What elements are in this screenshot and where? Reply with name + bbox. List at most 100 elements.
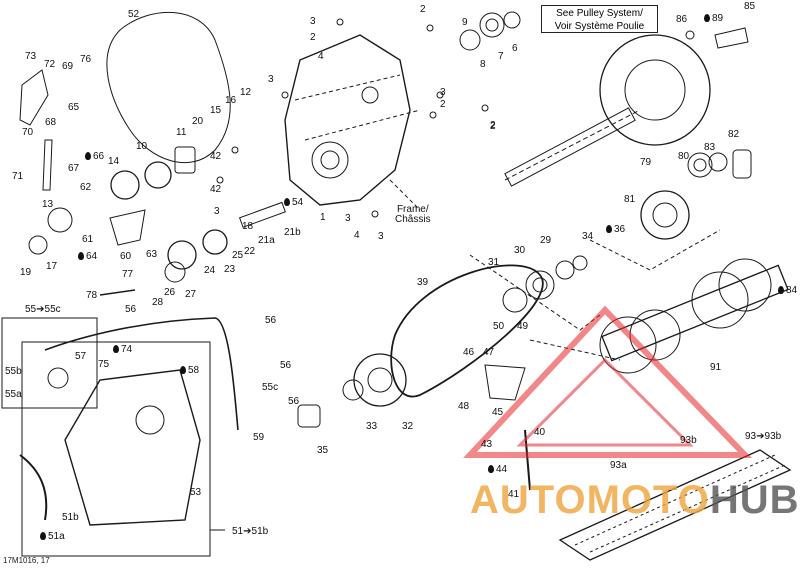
part-number: 80 — [678, 151, 690, 162]
part-number: 2 — [310, 32, 316, 43]
part-number: 4 — [354, 230, 360, 241]
drive-sprocket-end — [718, 258, 772, 312]
part-callout: 61 — [82, 235, 93, 245]
note-line-2: Voir Système Poulie — [554, 21, 645, 32]
tensioner-45 — [484, 364, 526, 401]
part-number: 56 — [288, 396, 300, 407]
part-callout: 86 — [676, 15, 687, 25]
part-callout: 55b — [5, 367, 22, 377]
part-callout: 78 — [86, 291, 97, 301]
part-number: 2 — [440, 99, 446, 110]
part-number: 67 — [68, 163, 80, 174]
shaft-21 — [238, 201, 286, 228]
part-callout: 2 — [490, 122, 496, 132]
part-callout: 82 — [728, 130, 739, 140]
lubricant-drop-icon — [85, 152, 91, 160]
part-callout: 45 — [492, 408, 503, 418]
gear-24 — [167, 240, 197, 270]
part-callout: 81 — [624, 195, 635, 205]
part-number: 62 — [80, 182, 92, 193]
part-callout: 79 — [640, 158, 651, 168]
part-number: 48 — [458, 401, 470, 412]
spline-11 — [174, 146, 196, 174]
part-callout: 54 — [284, 198, 303, 208]
frame-label: Frame/ Châssis — [395, 204, 431, 225]
part-number: 61 — [82, 234, 94, 245]
ring-13 — [47, 207, 73, 233]
part-number: 84 — [786, 285, 798, 296]
part-callout: 12 — [240, 88, 251, 98]
part-callout: 56 — [280, 361, 291, 371]
watermark-text-2: HUB — [709, 478, 800, 522]
part-callout: 71 — [12, 172, 23, 182]
part-callout: 56 — [288, 397, 299, 407]
part-number: 65 — [68, 102, 80, 113]
part-number: 47 — [483, 347, 495, 358]
part-number: 82 — [728, 129, 740, 140]
part-number: 89 — [712, 13, 724, 24]
part-callout: 85 — [744, 2, 755, 12]
cover-bore — [135, 405, 165, 435]
part-number: 15 — [210, 105, 222, 116]
track-93 — [558, 449, 792, 561]
part-number: 55b — [5, 366, 22, 377]
part-callout: 93b — [680, 436, 697, 446]
washer-17 — [28, 235, 48, 255]
part-callout: 17 — [46, 262, 57, 272]
part-callout: 67 — [68, 164, 79, 174]
part-callout: 33 — [366, 422, 377, 432]
part-number: 56 — [265, 315, 277, 326]
part-number: 71 — [12, 171, 24, 182]
part-callout: 51➔51b — [232, 527, 268, 537]
part-number: 75 — [98, 359, 110, 370]
part-callout: 93a — [610, 461, 627, 471]
part-number: 83 — [704, 142, 716, 153]
part-number: 34 — [582, 231, 594, 242]
bearing-35 — [297, 404, 321, 428]
part-callout: 2 — [440, 100, 446, 110]
part-callout: 84 — [778, 286, 797, 296]
part-callout: 51b — [62, 513, 79, 523]
part-number: 21a — [258, 235, 275, 246]
part-number: 10 — [136, 141, 148, 152]
part-callout: 60 — [120, 252, 131, 262]
lubricant-drop-icon — [284, 198, 290, 206]
part-number: 23 — [224, 264, 236, 275]
part-callout: 24 — [204, 266, 215, 276]
part-number: 20 — [192, 116, 204, 127]
part-callout: 65 — [68, 103, 79, 113]
part-number: 3 — [268, 74, 274, 85]
part-callout: 14 — [108, 157, 119, 167]
chassis-bore — [311, 141, 349, 179]
part-callout: 3 — [378, 232, 384, 242]
part-callout: 27 — [185, 290, 196, 300]
part-number: 59 — [253, 432, 265, 443]
pulley — [599, 34, 711, 146]
part-callout: 36 — [606, 225, 625, 235]
part-number: 93a — [610, 460, 627, 471]
part-number: 54 — [292, 197, 304, 208]
part-callout: 1 — [320, 213, 326, 223]
chain-39 — [390, 264, 544, 398]
part-number: 40 — [534, 427, 546, 438]
part-number: 2 — [420, 4, 426, 15]
part-callout: 7 — [498, 52, 504, 62]
part-number: 68 — [45, 117, 57, 128]
part-number: 19 — [20, 267, 32, 278]
part-callout: 21a — [258, 236, 275, 246]
part-callout: 66 — [85, 152, 104, 162]
part-callout: 70 — [22, 128, 33, 138]
part-callout: 21b — [284, 228, 301, 238]
part-callout: 47 — [483, 348, 494, 358]
sub-assembly-box-51 — [21, 341, 211, 557]
part-callout: 52 — [128, 10, 139, 20]
part-number: 26 — [164, 287, 176, 298]
part-number: 13 — [42, 199, 54, 210]
part-number: 49 — [517, 321, 529, 332]
part-number: 55a — [5, 389, 22, 400]
lever-73 — [19, 69, 49, 126]
part-number: 43 — [481, 439, 493, 450]
part-callout: 2 — [490, 121, 496, 131]
part-number: 24 — [204, 265, 216, 276]
